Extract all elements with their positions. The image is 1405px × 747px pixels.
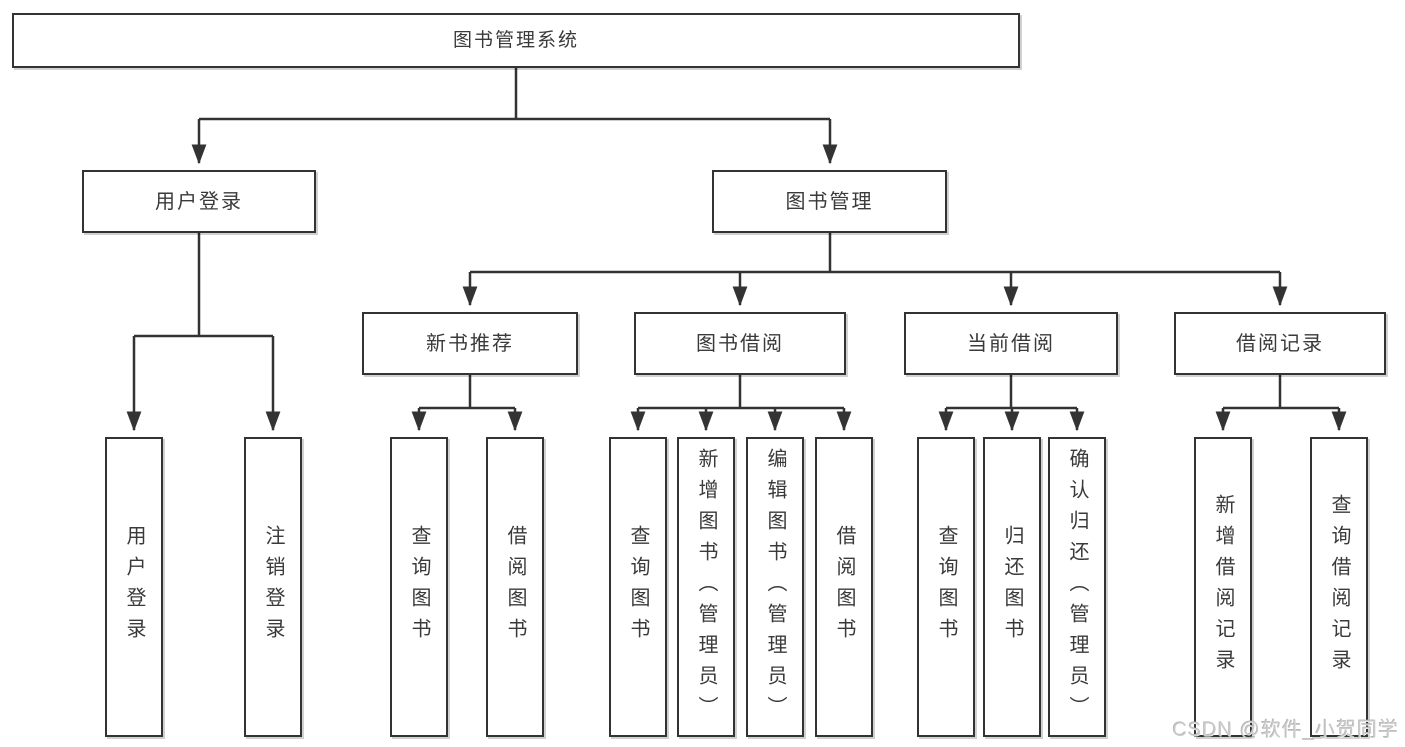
node-new-book-recommend: 新书推荐 — [362, 312, 578, 375]
leaf-user-login: 用户登录 — [105, 437, 163, 737]
leaf-borrow-books: 借阅图书 — [815, 437, 873, 737]
node-book-management: 图书管理 — [712, 170, 947, 233]
node-current-borrow: 当前借阅 — [904, 312, 1118, 375]
leaf-query-borrow-record: 查询借阅记录 — [1310, 437, 1368, 737]
leaf-borrow-books-recommend: 借阅图书 — [486, 437, 544, 737]
leaf-confirm-return-admin: 确认归还（管理员） — [1048, 437, 1106, 737]
leaf-return-book: 归还图书 — [983, 437, 1041, 737]
leaf-query-books-borrow: 查询图书 — [609, 437, 667, 737]
csdn-watermark: CSDN @软件_小贺同学 — [1172, 719, 1399, 741]
leaf-add-book-admin: 新增图书（管理员） — [677, 437, 735, 737]
leaf-add-borrow-record: 新增借阅记录 — [1194, 437, 1252, 737]
node-library-management-system: 图书管理系统 — [12, 13, 1020, 68]
leaf-edit-book-admin: 编辑图书（管理员） — [746, 437, 804, 737]
node-borrow-records: 借阅记录 — [1174, 312, 1386, 375]
leaf-query-books-recommend: 查询图书 — [390, 437, 448, 737]
leaf-logout-login: 注销登录 — [244, 437, 302, 737]
node-book-borrow: 图书借阅 — [634, 312, 846, 375]
node-user-login: 用户登录 — [82, 170, 316, 233]
leaf-query-books-current: 查询图书 — [917, 437, 975, 737]
